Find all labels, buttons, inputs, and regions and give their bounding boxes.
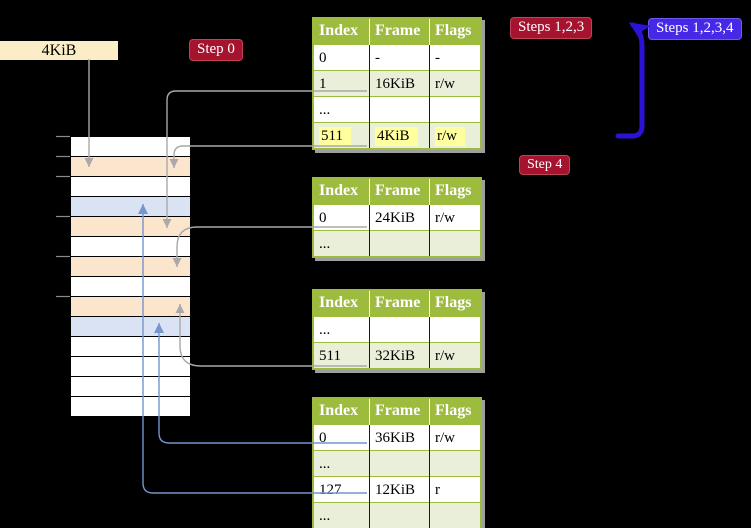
column-header: Flags (429, 398, 481, 425)
memory-row (71, 237, 190, 257)
table-cell: 0 (313, 424, 370, 451)
column-header: Index (313, 178, 370, 205)
table-cell: 36KiB (369, 424, 430, 451)
table-cell (429, 450, 481, 477)
table-cell (369, 450, 430, 477)
table-row: ... (313, 96, 481, 123)
column-header: Frame (369, 18, 430, 45)
memory-row (71, 397, 190, 417)
table-cell: 16KiB (369, 70, 430, 97)
table-cell: 127 (313, 476, 370, 503)
table-cell (429, 316, 481, 343)
steps-flow-arrow (615, 22, 651, 139)
column-header: Index (313, 18, 370, 45)
memory-tick-marks (56, 135, 70, 298)
table-row: ... (313, 316, 481, 343)
memory-row (71, 197, 190, 217)
table-cell: 24KiB (369, 204, 430, 231)
table-cell (369, 502, 430, 528)
table-cell (429, 502, 481, 528)
highlighted-value: 4KiB (375, 126, 418, 146)
table-cell (369, 316, 430, 343)
memory-strip (70, 136, 191, 417)
column-header: Index (313, 290, 370, 317)
memory-row (71, 337, 190, 357)
table-cell: 1 (313, 70, 370, 97)
table-cell: 511 (313, 122, 370, 149)
table-cell: 12KiB (369, 476, 430, 503)
table-row: ... (313, 230, 481, 257)
highlighted-value: r/w (435, 126, 465, 146)
badge-steps-1-2-3: Steps 1,2,3 (510, 17, 593, 39)
table-cell: 0 (313, 44, 370, 71)
table-cell: 511 (313, 342, 370, 369)
column-header: Flags (429, 18, 481, 45)
table-cell: 0 (313, 204, 370, 231)
column-header: Frame (369, 290, 430, 317)
column-header: Flags (429, 178, 481, 205)
table-cell: - (369, 44, 430, 71)
table-cell (429, 96, 481, 123)
memory-row (71, 297, 190, 317)
memory-row (71, 357, 190, 377)
highlighted-value: 511 (319, 126, 351, 146)
table-cell: r/w (429, 342, 481, 369)
column-header: Frame (369, 178, 430, 205)
table-cell: ... (313, 230, 370, 257)
table-cell: ... (313, 502, 370, 528)
column-header: Flags (429, 290, 481, 317)
table-cell (429, 230, 481, 257)
table-cell: r/w (429, 70, 481, 97)
badge-step0: Step 0 (189, 39, 243, 61)
table-cell: r (429, 476, 481, 503)
table-row: ... (313, 450, 481, 477)
table-cell (369, 230, 430, 257)
table-cell: 4KiB (369, 122, 430, 149)
memory-row (71, 157, 190, 177)
badge-step4: Step 4 (519, 155, 571, 175)
memory-row (71, 277, 190, 297)
table-cell: ... (313, 316, 370, 343)
table-cell: ... (313, 450, 370, 477)
table-cell: ... (313, 96, 370, 123)
frame-size-label: 4KiB (0, 41, 118, 60)
memory-row (71, 137, 190, 157)
memory-row (71, 177, 190, 197)
table-row: ... (313, 502, 481, 528)
memory-row (71, 377, 190, 397)
table-row: 511 4KiB r/w (313, 122, 481, 149)
table-cell: 32KiB (369, 342, 430, 369)
memory-row (71, 257, 190, 277)
column-header: Frame (369, 398, 430, 425)
table-cell: - (429, 44, 481, 71)
table-cell: r/w (429, 424, 481, 451)
table-cell: r/w (429, 204, 481, 231)
table-cell (369, 96, 430, 123)
memory-row (71, 317, 190, 337)
table-row: 0-- (313, 44, 481, 71)
column-header: Index (313, 398, 370, 425)
badge-steps-1-2-3-4: Steps 1,2,3,4 (648, 18, 742, 40)
memory-row (71, 217, 190, 237)
table-cell: r/w (429, 122, 481, 149)
